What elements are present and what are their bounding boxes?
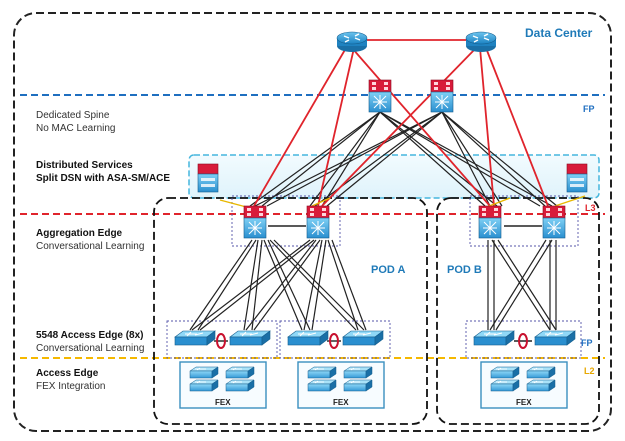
- vpc-link-icon: [214, 333, 532, 349]
- l2-tag: L2: [584, 366, 595, 376]
- fex-label: FEX: [215, 398, 231, 407]
- pod-b-boundary: [436, 197, 600, 425]
- access-switch-icon: [473, 330, 515, 346]
- access-fp-tag: FP: [581, 338, 593, 348]
- access5548-layer-title: 5548 Access Edge (8x): [36, 330, 143, 341]
- distributed-services-box: [188, 154, 600, 199]
- spine-aggregation-links: [249, 111, 558, 207]
- pod-a-access-group-2: [279, 320, 391, 359]
- aggregation-layer-subtitle: Conversational Learning: [36, 241, 144, 252]
- pod-b-label: POD B: [447, 264, 482, 276]
- fex-label: FEX: [333, 398, 349, 407]
- pod-a-boundary: [153, 197, 428, 425]
- access-switch-icon: [287, 330, 329, 346]
- service-module-icon: [566, 163, 588, 193]
- router-icon: [336, 31, 368, 53]
- fex-label: FEX: [516, 398, 532, 407]
- pod-a-access-group-1: [166, 320, 278, 359]
- service-module-icon: [197, 163, 219, 193]
- aggregation-switch-icon: [306, 205, 330, 239]
- services-layer-subtitle: Split DSN with ASA-SM/ACE: [36, 173, 170, 184]
- spine-fp-tag: FP: [583, 104, 595, 114]
- spine-switch-icon: [368, 79, 392, 113]
- spine-layer-title: Dedicated Spine: [36, 110, 110, 121]
- l3-tag: L3: [585, 203, 596, 213]
- pod-a-label: POD A: [371, 264, 405, 276]
- aggregation-layer-title: Aggregation Edge: [36, 228, 123, 239]
- router-uplinks: [253, 39, 549, 207]
- access-layer-subtitle: FEX Integration: [36, 381, 105, 392]
- access-layer-title: Access Edge: [36, 368, 99, 379]
- spine-switch-icon: [430, 79, 454, 113]
- access-switch-icon: [229, 330, 271, 346]
- data-center-boundary: [13, 12, 612, 432]
- aggregation-switch-icon: [542, 205, 566, 239]
- access-switch-icon: [534, 330, 576, 346]
- diagram-title: Data Center: [525, 26, 593, 40]
- aggregation-switch-icon: [478, 205, 502, 239]
- pod-b-access-group: [465, 320, 582, 359]
- router-icon: [465, 31, 497, 53]
- access5548-layer-subtitle: Conversational Learning: [36, 343, 144, 354]
- spine-layer-subtitle: No MAC Learning: [36, 123, 115, 134]
- pod-b-aggregation-access-links: [487, 239, 557, 331]
- aggregation-switch-icon: [243, 205, 267, 239]
- services-layer-title: Distributed Services: [36, 160, 133, 171]
- access-switch-icon: [174, 330, 216, 346]
- access-switch-icon: [342, 330, 384, 346]
- pod-a-aggregation-access-links: [189, 239, 367, 331]
